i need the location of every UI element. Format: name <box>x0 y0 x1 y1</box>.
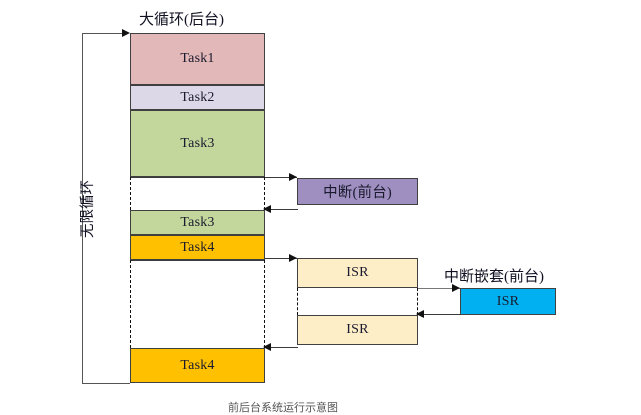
task-block-task3-first[interactable]: Task3 <box>130 110 265 177</box>
isr-return-line <box>265 347 298 348</box>
dashed-boundary-right-2 <box>264 260 265 348</box>
loop-bracket-top <box>82 33 126 34</box>
loop-arrow-head-icon <box>122 28 130 37</box>
infinite-loop-label: 无限循环 <box>80 180 96 238</box>
task-block-task1[interactable]: Task1 <box>130 33 265 85</box>
dashed-boundary-left-1 <box>130 177 131 210</box>
dashed-boundary-right-1 <box>264 177 265 210</box>
isr-enter-arrow-icon <box>289 253 297 262</box>
isr-dashed-boundary-right <box>417 288 418 315</box>
isr-dashed-boundary-left <box>297 288 298 315</box>
nested-return-line <box>418 314 461 315</box>
isr-enter-line <box>265 258 297 259</box>
task-block-task4-second[interactable]: Task4 <box>130 348 265 383</box>
idle-gap-top-line-1 <box>130 177 265 178</box>
nested-enter-line <box>418 288 461 289</box>
interrupt-return-line <box>265 209 298 210</box>
isr-block-lower[interactable]: ISR <box>297 315 418 345</box>
figure-caption: 前后台系统运行示意图 <box>228 402 338 414</box>
isr-block-upper[interactable]: ISR <box>297 258 418 288</box>
interrupt-block[interactable]: 中断(前台) <box>297 178 418 205</box>
interrupt-enter-arrow-icon <box>289 172 297 181</box>
nested-isr-block[interactable]: ISR <box>460 288 556 315</box>
nested-interrupt-title: 中断嵌套(前台) <box>444 269 544 285</box>
loop-bracket-side <box>82 33 83 383</box>
idle-gap-top-line-2 <box>130 260 265 261</box>
interrupt-return-arrow-icon <box>263 204 271 213</box>
nested-return-arrow-icon <box>416 309 424 318</box>
task-block-task3-second[interactable]: Task3 <box>130 210 265 235</box>
dashed-boundary-left-2 <box>130 260 131 348</box>
task-block-task4-first[interactable]: Task4 <box>130 235 265 260</box>
task-block-task2[interactable]: Task2 <box>130 85 265 110</box>
loop-bracket-bottom <box>82 383 130 384</box>
interrupt-enter-line <box>265 177 297 178</box>
main-loop-title: 大循环(后台) <box>139 12 224 28</box>
diagram-canvas: 无限循环 大循环(后台) Task1 Task2 Task3 Task3 Tas… <box>80 12 556 414</box>
nested-enter-arrow-icon <box>452 283 460 292</box>
isr-return-arrow-icon <box>263 342 271 351</box>
